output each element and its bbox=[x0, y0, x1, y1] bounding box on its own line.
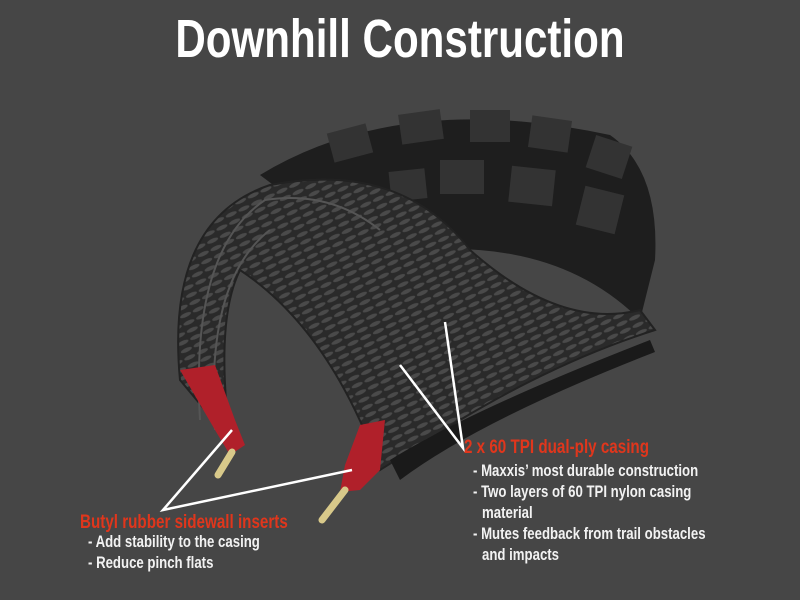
casing-heading: 2 x 60 TPI dual-ply casing bbox=[464, 437, 649, 458]
casing-bullet: - Mutes feedback from trail obstacles bbox=[473, 525, 706, 543]
callout-lines bbox=[159, 321, 465, 512]
casing-bullet: - Maxxis’ most durable construction bbox=[473, 462, 699, 480]
page-title: Downhill Construction bbox=[175, 9, 625, 69]
casing-bullet: - Two layers of 60 TPI nylon casing bbox=[473, 483, 692, 501]
inserts-bullet: - Add stability to the casing bbox=[88, 533, 260, 551]
inserts-heading: Butyl rubber sidewall inserts bbox=[80, 512, 288, 533]
inserts-bullet: - Reduce pinch flats bbox=[88, 554, 214, 572]
casing-callout: 2 x 60 TPI dual-ply casing - Maxxis’ mos… bbox=[464, 437, 764, 566]
casing-bullet-cont: material bbox=[482, 504, 533, 522]
tread bbox=[260, 109, 656, 320]
casing-bullet-cont: and impacts bbox=[482, 546, 560, 564]
inserts-callout: Butyl rubber sidewall inserts - Add stab… bbox=[80, 512, 340, 574]
